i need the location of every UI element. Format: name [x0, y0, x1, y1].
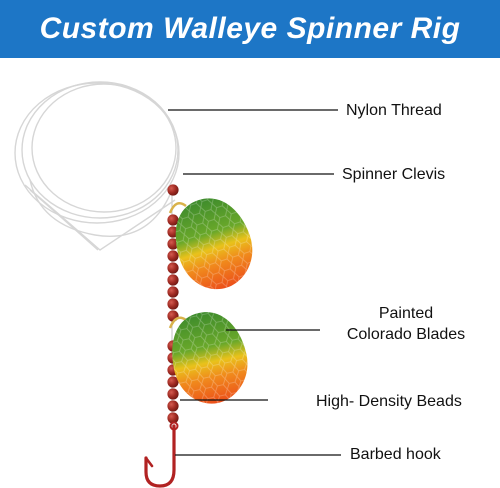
callout-nylon-thread: Nylon Thread: [346, 102, 442, 119]
colorado-blade-upper: [175, 198, 253, 290]
bead-column: [167, 184, 179, 424]
spinner-clevis-lower: [168, 316, 187, 329]
callout-painted-colorado-blades: Painted Colorado Blades: [332, 303, 480, 345]
barbed-hook-icon: [144, 421, 179, 488]
callout-lines: [168, 109, 341, 456]
bead: [167, 238, 179, 250]
spinner-clevis-upper: [168, 201, 187, 214]
callout-blades-line2: Colorado Blades: [346, 326, 466, 343]
bead: [167, 184, 179, 196]
bead: [167, 376, 179, 388]
bead: [167, 274, 179, 286]
nylon-thread-coil: [14, 81, 180, 251]
bead: [167, 412, 179, 424]
page-title: Custom Walleye Spinner Rig: [39, 12, 461, 45]
callout-blades-line1: Painted: [378, 305, 434, 322]
callout-spinner-clevis: Spinner Clevis: [342, 166, 446, 183]
callout-high-density-beads: High- Density Beads: [316, 393, 462, 410]
bead: [167, 388, 179, 400]
colorado-blade-lower: [172, 312, 248, 404]
bead: [167, 286, 179, 298]
bead: [167, 214, 179, 226]
bead: [167, 298, 179, 310]
bead: [167, 400, 179, 412]
spinner-rig-illustration: [14, 81, 341, 488]
bead: [167, 262, 179, 274]
bead: [167, 250, 179, 262]
title-banner: [0, 0, 500, 58]
callout-barbed-hook: Barbed hook: [350, 446, 441, 463]
